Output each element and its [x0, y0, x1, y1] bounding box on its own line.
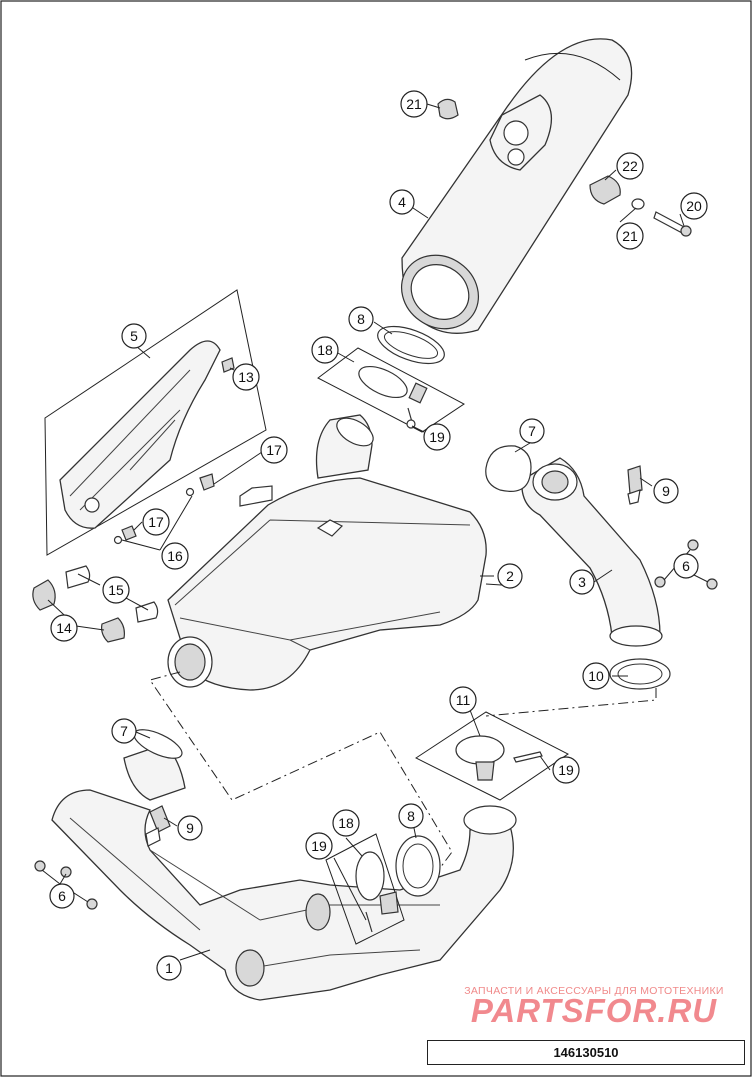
assembly-line-right [485, 688, 657, 717]
callout-7-right: 7 [519, 418, 545, 444]
callout-6-left: 6 [49, 883, 75, 909]
part-sensor-9-left [145, 805, 171, 847]
callout-1: 1 [156, 955, 182, 981]
svg-text:7: 7 [528, 423, 536, 439]
part-clip-17-lower [121, 525, 137, 541]
callout-19-top: 19 [423, 423, 451, 451]
part-gasket-8-top [377, 325, 445, 365]
svg-text:9: 9 [186, 820, 194, 836]
svg-text:20: 20 [686, 198, 702, 214]
svg-text:15: 15 [108, 582, 124, 598]
part-clip-17-upper [199, 473, 215, 491]
document-number: 146130510 [553, 1045, 619, 1060]
svg-text:21: 21 [406, 96, 422, 112]
part-nuts-6-right [654, 539, 718, 590]
callout-7-left: 7 [111, 718, 137, 744]
callout-10: 10 [582, 662, 610, 690]
part-gasket-10 [609, 658, 671, 690]
callout-19-right: 19 [552, 756, 580, 784]
part-muffler-box [167, 414, 487, 691]
part-bolt-20 [653, 211, 692, 237]
part-washer-21 [631, 198, 645, 210]
part-silencer [400, 38, 633, 334]
callout-13: 13 [232, 363, 260, 391]
watermark-tagline: ЗАПЧАСТИ И АКСЕССУАРЫ ДЛЯ МОТОТЕХНИКИ [464, 985, 724, 997]
callout-9-right: 9 [653, 478, 679, 504]
part-sensor-9-right [627, 465, 643, 505]
callout-8-lower: 8 [398, 803, 424, 829]
callout-5: 5 [121, 323, 147, 349]
callout-15: 15 [102, 576, 130, 604]
part-front-header [51, 743, 517, 1001]
svg-text:19: 19 [558, 762, 574, 778]
svg-text:10: 10 [588, 668, 604, 684]
document-number-box: 146130510 [427, 1040, 745, 1065]
part-nuts-6-left [34, 860, 98, 910]
callout-6-right: 6 [673, 553, 699, 579]
svg-text:17: 17 [266, 442, 282, 458]
assembly-line-left [149, 671, 453, 869]
svg-text:21: 21 [622, 228, 638, 244]
part-rubber-mount-22 [589, 175, 621, 205]
svg-text:11: 11 [456, 692, 471, 708]
svg-text:2: 2 [506, 568, 514, 584]
callout-21-right: 21 [616, 222, 644, 250]
clamp-panel-lower [325, 833, 405, 945]
part-cap-14-a [32, 579, 56, 611]
svg-text:9: 9 [662, 483, 670, 499]
svg-text:3: 3 [578, 574, 586, 590]
part-nut-16 [113, 487, 195, 545]
clamp-panel-top [317, 347, 465, 433]
part-cap-14-b [101, 617, 125, 643]
callout-19-lower: 19 [305, 832, 333, 860]
svg-text:6: 6 [58, 888, 66, 904]
callout-9-left: 9 [177, 815, 203, 841]
svg-text:1: 1 [165, 960, 173, 976]
part-gasket-8-lower [395, 835, 441, 897]
callout-17-lower: 17 [142, 508, 170, 536]
svg-text:14: 14 [56, 620, 72, 636]
part-gasket-7-right [485, 445, 532, 492]
callout-8-top: 8 [348, 306, 374, 332]
svg-text:6: 6 [682, 558, 690, 574]
callout-16: 16 [161, 542, 189, 570]
callout-21-top: 21 [400, 90, 428, 118]
part-sleeve-15-a [65, 565, 91, 589]
callout-11: 11 [449, 686, 477, 714]
svg-text:19: 19 [311, 838, 327, 854]
svg-text:4: 4 [398, 194, 406, 210]
part-sleeve-15-b [135, 601, 159, 623]
part-rear-header [521, 457, 663, 647]
callout-3: 3 [569, 569, 595, 595]
svg-text:17: 17 [148, 514, 164, 530]
callout-18-lower: 18 [332, 809, 360, 837]
svg-text:7: 7 [120, 723, 128, 739]
svg-text:8: 8 [357, 311, 365, 327]
svg-text:8: 8 [407, 808, 415, 824]
svg-text:18: 18 [338, 815, 354, 831]
svg-text:19: 19 [429, 429, 445, 445]
callout-4: 4 [389, 189, 415, 215]
svg-text:22: 22 [622, 158, 638, 174]
svg-text:13: 13 [238, 369, 254, 385]
part-bushing-21-top [437, 98, 459, 120]
callout-2: 2 [497, 563, 523, 589]
callout-17-upper: 17 [260, 436, 288, 464]
svg-text:18: 18 [317, 342, 333, 358]
heatshield-panel [44, 289, 267, 556]
watermark-brand-logo: PARTSFOR.RU [470, 992, 718, 1029]
clamp-panel-right [414, 711, 569, 801]
svg-text:16: 16 [167, 548, 183, 564]
callout-14: 14 [50, 614, 78, 642]
callout-20: 20 [680, 192, 708, 220]
svg-text:5: 5 [130, 328, 138, 344]
callout-18-top: 18 [311, 336, 339, 364]
callout-22: 22 [616, 152, 644, 180]
